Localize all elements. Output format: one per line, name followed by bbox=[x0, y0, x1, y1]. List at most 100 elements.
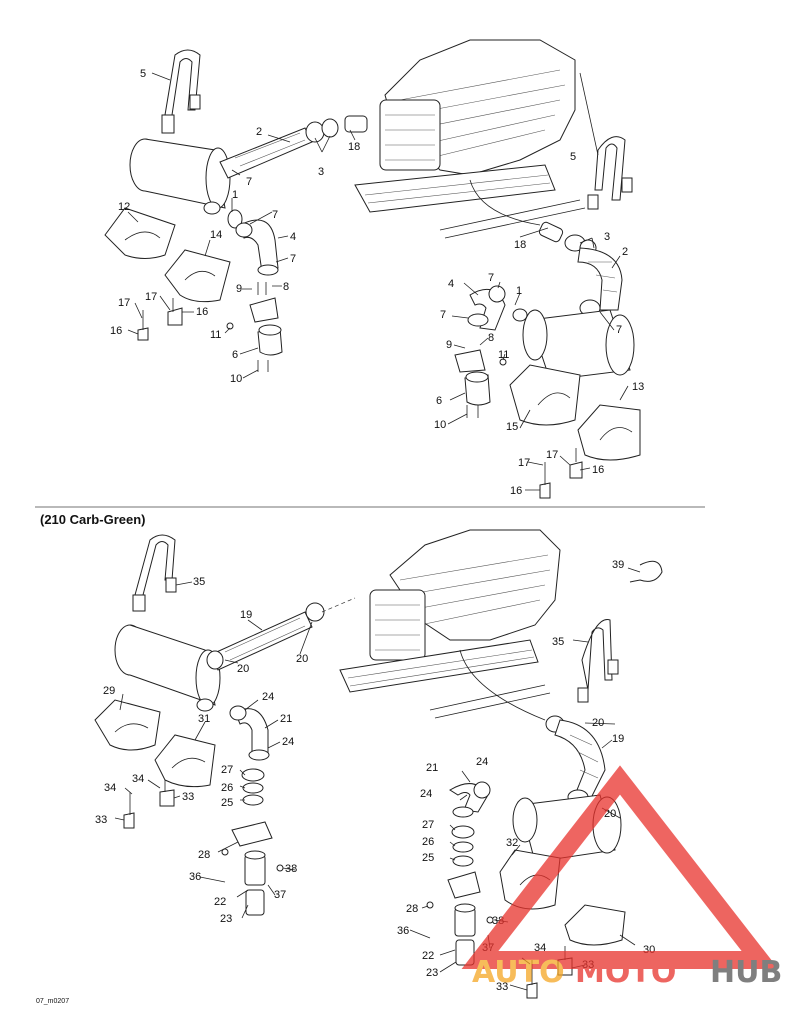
callout-2: 2 bbox=[256, 126, 262, 138]
shield-14 bbox=[164, 249, 231, 303]
callout-16: 16 bbox=[110, 325, 122, 337]
engine-block-bottom bbox=[339, 529, 561, 721]
callout-36: 36 bbox=[397, 925, 409, 937]
callout-33: 33 bbox=[182, 791, 194, 803]
callout-26: 26 bbox=[221, 782, 233, 794]
watermark-auto: AUTO bbox=[472, 955, 565, 990]
callout-25: 25 bbox=[422, 852, 434, 864]
callout-21: 21 bbox=[426, 762, 438, 774]
callout-19: 19 bbox=[240, 609, 252, 621]
callout-7: 7 bbox=[272, 209, 278, 221]
callout-35: 35 bbox=[552, 636, 564, 648]
callout-27: 27 bbox=[221, 764, 233, 776]
callout-11: 11 bbox=[210, 329, 221, 341]
callout-7: 7 bbox=[440, 309, 446, 321]
callout-27: 27 bbox=[422, 819, 434, 831]
engine-block-top bbox=[354, 39, 586, 239]
top-assembly: 5 2 18 3 7 1 12 14 7 4 7 9 8 17 17 16 16… bbox=[104, 39, 644, 499]
callout-9: 9 bbox=[446, 339, 452, 351]
callout-1: 1 bbox=[232, 189, 238, 201]
callout-24: 24 bbox=[476, 756, 488, 768]
callout-13: 13 bbox=[632, 381, 644, 393]
watermark-triangle-icon bbox=[461, 765, 779, 969]
section-title: (210 Carb-Green) bbox=[40, 512, 145, 527]
callout-37: 37 bbox=[274, 889, 286, 901]
callout-39: 39 bbox=[612, 559, 624, 571]
callout-18: 18 bbox=[514, 239, 526, 251]
callout-35: 35 bbox=[193, 576, 205, 588]
sleeve-18-bottom bbox=[538, 221, 564, 243]
hose-2-top bbox=[219, 127, 313, 179]
shield-13 bbox=[577, 404, 641, 461]
bracket-top bbox=[249, 297, 279, 323]
callout-23: 23 bbox=[220, 913, 232, 925]
shield-15 bbox=[509, 364, 581, 426]
callout-5: 5 bbox=[570, 151, 576, 163]
callout-17: 17 bbox=[518, 457, 530, 469]
callout-6: 6 bbox=[436, 395, 442, 407]
callout-29: 29 bbox=[103, 685, 115, 697]
muffler-left-bottom bbox=[114, 624, 221, 712]
callout-36: 36 bbox=[189, 871, 201, 883]
bottom-assembly: 35 39 19 35 20 20 29 24 21 31 24 20 19 2… bbox=[94, 529, 663, 999]
callout-20: 20 bbox=[296, 653, 308, 665]
callout-16: 16 bbox=[510, 485, 522, 497]
callout-16: 16 bbox=[592, 464, 604, 476]
shield-31 bbox=[154, 734, 216, 788]
callout-3: 3 bbox=[318, 166, 324, 178]
callout-4: 4 bbox=[448, 278, 454, 290]
strap-35-left bbox=[134, 534, 176, 596]
ring-27-left bbox=[241, 768, 265, 782]
callout-31: 31 bbox=[198, 713, 210, 725]
callout-17: 17 bbox=[118, 297, 130, 309]
ring-27-right bbox=[451, 825, 475, 839]
callout-7: 7 bbox=[246, 176, 252, 188]
callout-24: 24 bbox=[420, 788, 432, 800]
callout-11: 11 bbox=[498, 349, 509, 361]
part-6-bottom bbox=[464, 374, 491, 406]
callout-8: 8 bbox=[488, 332, 494, 344]
muffler-left-top bbox=[129, 138, 231, 215]
ring-25-right bbox=[452, 855, 474, 867]
ring-26-right bbox=[452, 841, 474, 853]
callout-28: 28 bbox=[198, 849, 210, 861]
part-23-left bbox=[245, 889, 265, 916]
callout-10: 10 bbox=[434, 419, 446, 431]
callout-20: 20 bbox=[592, 717, 604, 729]
callout-22: 22 bbox=[422, 950, 434, 962]
callout-24: 24 bbox=[262, 691, 274, 703]
callout-16: 16 bbox=[196, 306, 208, 318]
callout-2: 2 bbox=[622, 246, 628, 258]
callout-28: 28 bbox=[406, 903, 418, 915]
ring-26-left bbox=[242, 782, 264, 794]
callout-9: 9 bbox=[236, 283, 242, 295]
callout-18: 18 bbox=[348, 141, 360, 153]
callout-7: 7 bbox=[616, 324, 622, 336]
strap-5-right bbox=[594, 136, 626, 201]
callout-12: 12 bbox=[118, 201, 130, 213]
sleeve-18-top bbox=[344, 115, 368, 133]
muffler-right-top bbox=[512, 308, 635, 381]
callout-7: 7 bbox=[488, 272, 494, 284]
ring-25-left bbox=[242, 794, 264, 806]
callout-23: 23 bbox=[426, 967, 438, 979]
shield-12 bbox=[104, 207, 176, 259]
callout-22: 22 bbox=[214, 896, 226, 908]
callout-17: 17 bbox=[546, 449, 558, 461]
watermark-logo: AUTO MOTO HUB bbox=[461, 765, 782, 990]
callout-21: 21 bbox=[280, 713, 292, 725]
callout-34: 34 bbox=[104, 782, 116, 794]
callout-26: 26 bbox=[422, 836, 434, 848]
callout-38: 38 bbox=[285, 863, 297, 875]
callout-17: 17 bbox=[145, 291, 157, 303]
watermark-hub: HUB bbox=[710, 955, 782, 990]
callout-14: 14 bbox=[210, 229, 222, 241]
callout-33: 33 bbox=[95, 814, 107, 826]
cable-tie-39 bbox=[629, 560, 663, 583]
callout-1: 1 bbox=[516, 285, 522, 297]
callout-33: 33 bbox=[496, 981, 508, 993]
callout-32: 32 bbox=[506, 837, 518, 849]
clamp-3-top bbox=[305, 121, 325, 143]
callout-4: 4 bbox=[290, 231, 296, 243]
